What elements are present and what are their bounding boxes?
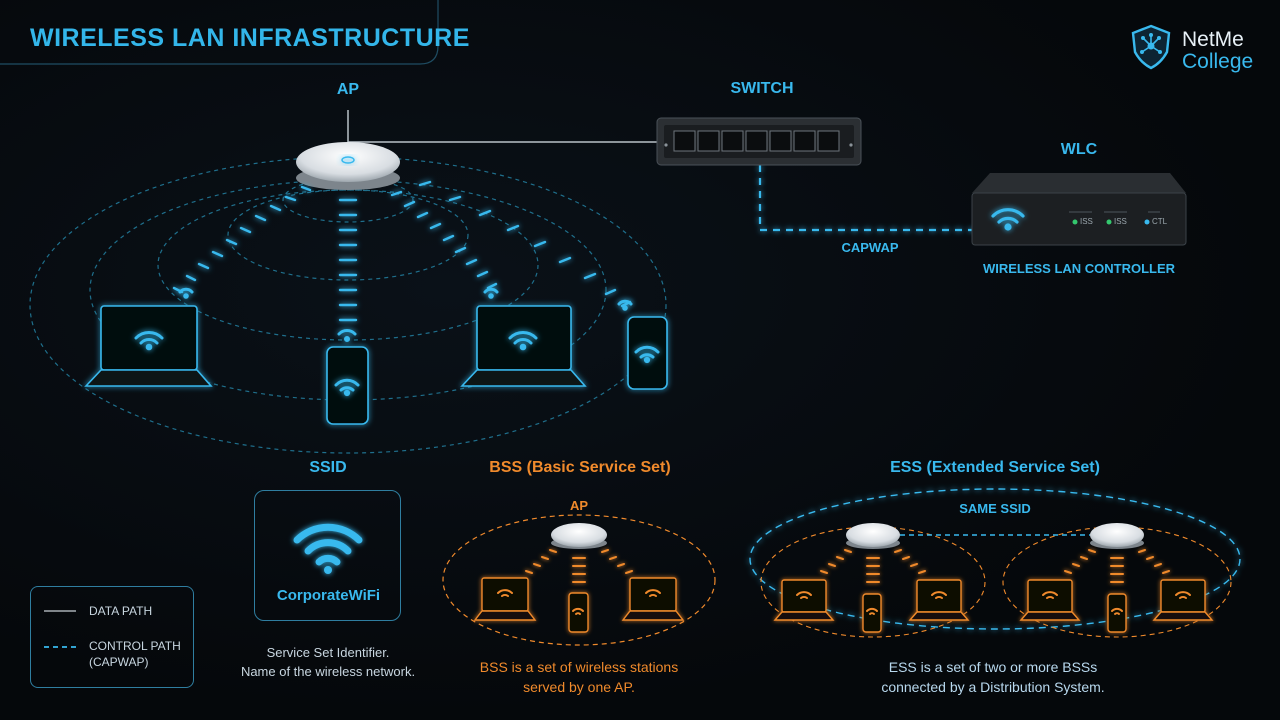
capwap-label: CAPWAP (841, 240, 899, 255)
phone-client-1 (326, 346, 369, 425)
ssid-wifi-icon (293, 523, 363, 574)
title-frame (0, 0, 439, 65)
legend-data-path: DATA PATH (89, 604, 153, 618)
ap-label: AP (336, 81, 360, 98)
wlc-caption: WIRELESS LAN CONTROLLER (982, 261, 1176, 276)
switch-label: SWITCH (730, 80, 794, 97)
ssid-card: CorporateWiFi (254, 490, 401, 621)
bss-heading: BSS (Basic Service Set) (489, 459, 671, 476)
ess-description-line2: connected by a Distribution System. (881, 679, 1105, 695)
bss-diagram (442, 514, 716, 646)
wlc-label: WLC (1060, 141, 1098, 158)
bss-description-line1: BSS is a set of wireless stations (479, 659, 679, 675)
laptop-client-1 (84, 305, 213, 387)
wireless-lan-controller (971, 173, 1187, 246)
wlc-led-text-2: ISS (1114, 217, 1127, 226)
legend-control-path-line1: CONTROL PATH (89, 639, 181, 653)
brand-logo: NetMe College (1182, 29, 1253, 73)
legend-line-samples (44, 610, 76, 648)
wlc-led-text-1: ISS (1080, 217, 1093, 226)
brand-shield-icon (1131, 24, 1171, 70)
bss-ap-label: AP (569, 498, 589, 513)
ssid-description-line1: Service Set Identifier. (266, 645, 390, 660)
legend-control-path: CONTROL PATH (CAPWAP) (89, 638, 181, 670)
page-title: WIRELESS LAN INFRASTRUCTURE (30, 24, 470, 52)
ess-heading: ESS (Extended Service Set) (890, 459, 1100, 476)
bss-description-line2: served by one AP. (523, 679, 635, 695)
legend: DATA PATH CONTROL PATH (CAPWAP) (30, 586, 194, 688)
phone-client-2 (627, 316, 668, 390)
wlc-led-text-3: CTL (1152, 217, 1168, 226)
laptop-client-2 (460, 305, 587, 387)
signal-beams (172, 180, 632, 322)
ess-description: ESS is a set of two or more BSSs connect… (850, 657, 1136, 697)
control-path-capwap (758, 165, 975, 232)
legend-control-path-line2: (CAPWAP) (89, 655, 149, 669)
brand-name: NetMe (1182, 28, 1244, 51)
access-point-device (296, 142, 400, 190)
ssid-description-line2: Name of the wireless network. (240, 664, 416, 679)
data-path-line (347, 110, 660, 146)
bss-description: BSS is a set of wireless stations served… (449, 657, 709, 697)
wifi-icon (134, 287, 660, 397)
ess-diagram (749, 488, 1241, 638)
ssid-heading: SSID (309, 459, 347, 476)
network-switch (656, 117, 862, 166)
ess-description-line1: ESS is a set of two or more BSSs (888, 659, 1098, 675)
ssid-description: Service Set Identifier. Name of the wire… (218, 643, 438, 681)
ess-same-ssid-label: SAME SSID (959, 501, 1031, 516)
brand-subtitle: College (1182, 50, 1254, 73)
ssid-network-name: CorporateWiFi (276, 587, 381, 604)
